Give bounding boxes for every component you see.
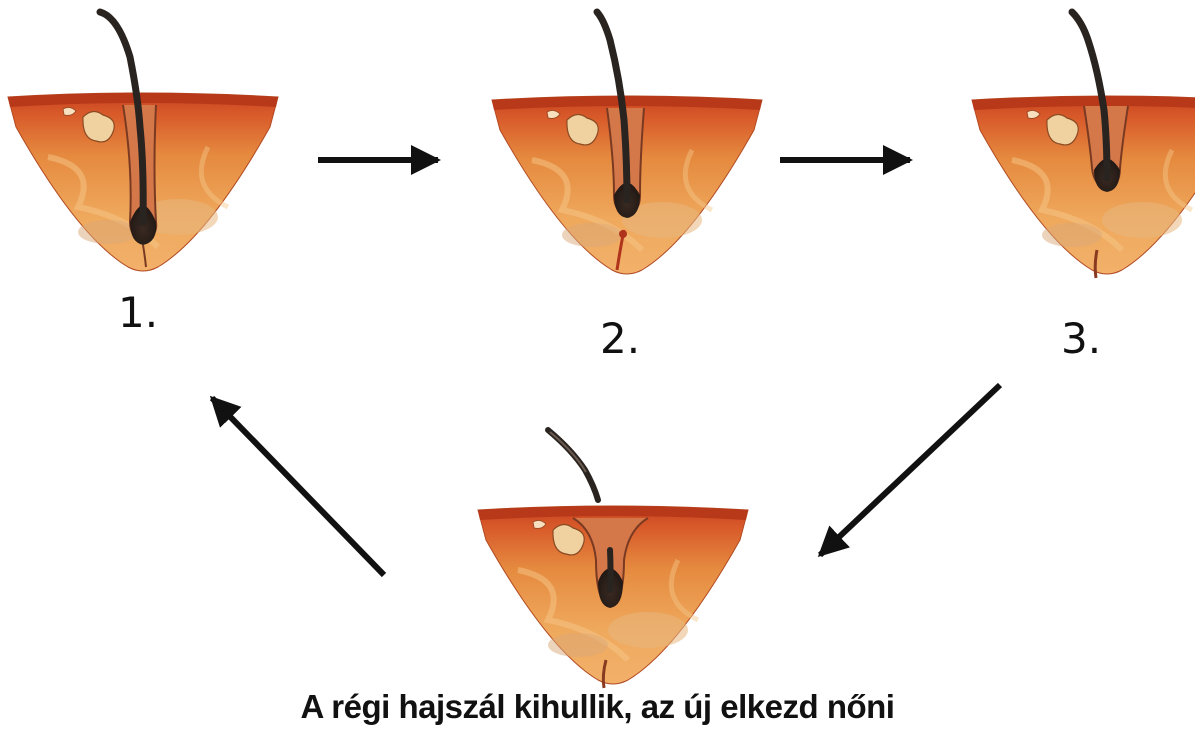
step-label-3: 3. bbox=[1061, 318, 1101, 360]
arrow-3-to-4 bbox=[820, 385, 1000, 555]
shed-hair bbox=[548, 430, 598, 500]
stage-1-illustration bbox=[8, 12, 278, 271]
arrow-4-to-1 bbox=[212, 398, 384, 575]
step-label-2: 2. bbox=[600, 318, 640, 360]
step-label-1: 1. bbox=[118, 292, 158, 334]
stage-2-illustration bbox=[492, 12, 762, 274]
stage-4-illustration bbox=[478, 506, 748, 688]
stage-3-illustration bbox=[972, 12, 1195, 278]
diagram-caption: A régi hajszál kihullik, az új elkezd nő… bbox=[0, 690, 1195, 723]
